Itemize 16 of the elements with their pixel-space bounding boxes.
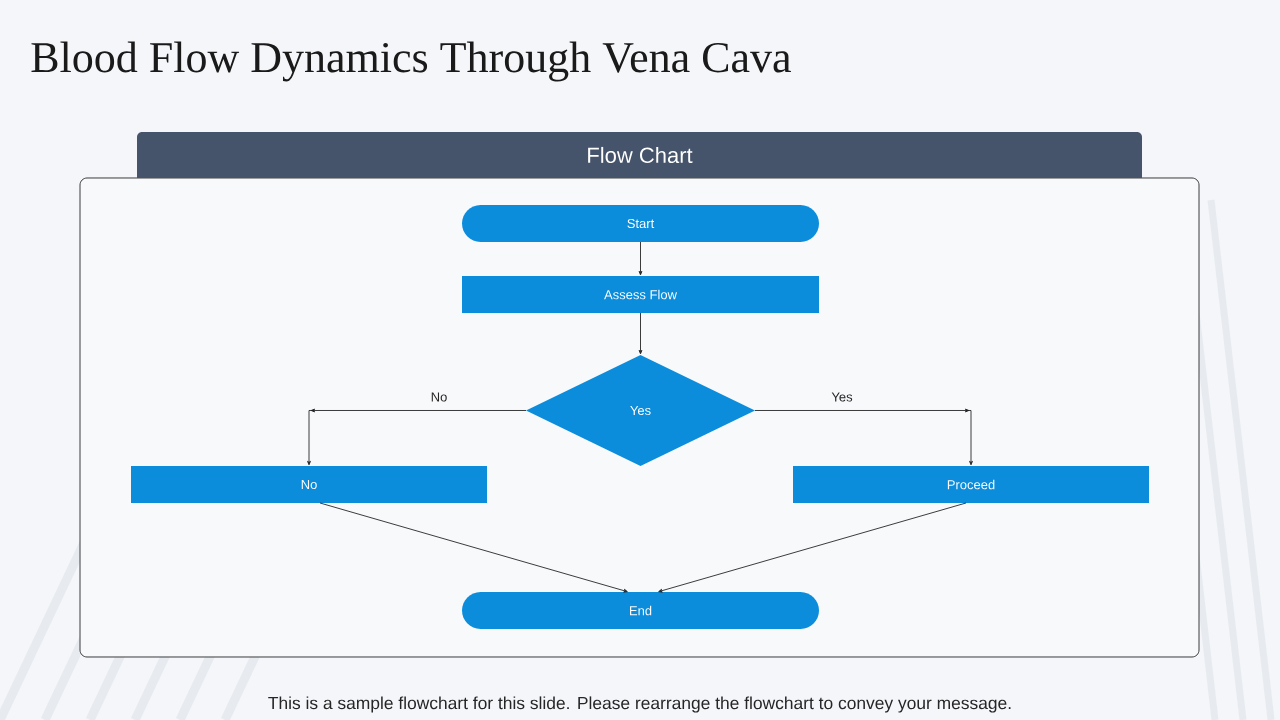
title: Blood Flow Dynamics Through Vena Cava	[31, 41, 791, 82]
caption: This is a sample flowchart for this slide. Please rearrange the flowchart to convey your message.	[268, 696, 1011, 713]
arrow	[307, 408, 527, 466]
edge-label: No	[429, 391, 449, 403]
process-box: Assess Flow	[462, 276, 819, 313]
arrow	[638, 241, 643, 276]
process-box: No	[131, 466, 487, 503]
header-band: Flow Chart	[137, 132, 1142, 178]
terminator-pill: End	[462, 592, 819, 629]
arrow	[638, 312, 643, 355]
arrow	[658, 502, 967, 593]
process-box: Proceed	[793, 466, 1149, 503]
edge-label: Yes	[830, 391, 854, 403]
arrow	[754, 408, 973, 466]
terminator-pill: Start	[462, 205, 819, 242]
arrow	[319, 502, 628, 593]
